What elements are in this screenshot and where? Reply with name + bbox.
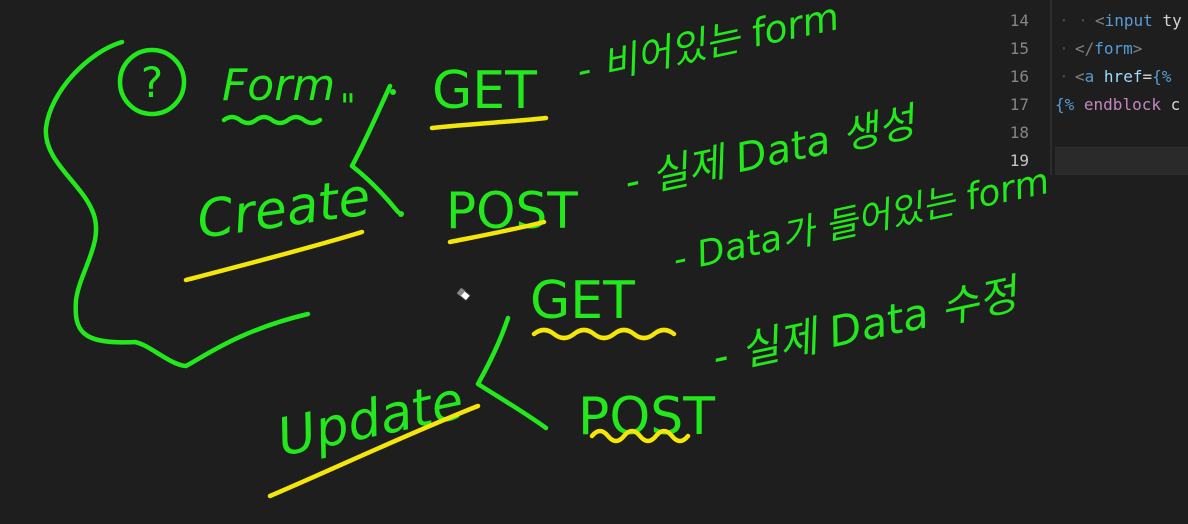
form-label: Form xyxy=(222,60,335,111)
indent-guide: · · xyxy=(1059,11,1088,30)
question-mark: ? xyxy=(141,58,163,107)
create-get-desc: - 비어있는 form xyxy=(573,0,843,93)
code-line[interactable]: <a href={% xyxy=(1075,63,1181,91)
update-underline xyxy=(267,403,481,499)
create-get-method: GET xyxy=(432,61,537,121)
code-token: form xyxy=(1094,39,1133,58)
code-token: a xyxy=(1084,67,1095,86)
code-token: c xyxy=(1160,95,1181,114)
create-post-underline xyxy=(447,219,547,245)
outer-bracket-stroke xyxy=(43,39,311,369)
code-token: href xyxy=(1103,67,1143,86)
code-token: = xyxy=(1142,67,1153,86)
code-line[interactable]: </form> xyxy=(1075,35,1142,63)
create-get-underline xyxy=(429,115,549,131)
code-line[interactable]: <input ty xyxy=(1095,7,1182,35)
code-token: > xyxy=(1132,39,1143,58)
create-bracket-dot-bottom xyxy=(398,211,404,217)
create-bracket xyxy=(349,83,401,215)
update-get-method: GET xyxy=(530,271,635,331)
form-wavy-underline xyxy=(221,114,323,126)
code-token: endblock xyxy=(1083,95,1161,114)
line-number: 16 xyxy=(1009,67,1029,86)
code-token: ty xyxy=(1152,11,1182,30)
indent-guide: · xyxy=(1059,67,1069,86)
update-post-underline xyxy=(589,428,691,444)
code-token: {% xyxy=(1152,67,1172,86)
gutter-separator xyxy=(1050,0,1052,175)
code-token: < xyxy=(1095,11,1105,30)
code-token: </ xyxy=(1075,39,1095,58)
create-post-desc: - 실제 Data 생성 xyxy=(621,99,924,206)
code-token: {% xyxy=(1055,95,1075,114)
code-token: input xyxy=(1104,11,1153,30)
code-token: < xyxy=(1075,67,1085,86)
line-number: 18 xyxy=(1009,123,1029,142)
update-post-method: POST xyxy=(578,387,715,447)
current-line-highlight xyxy=(1055,147,1188,175)
line-number: 17 xyxy=(1009,95,1029,114)
update-get-underline xyxy=(531,327,677,341)
create-bracket-dot-top xyxy=(390,89,396,95)
line-number: 19 xyxy=(1009,151,1029,170)
form-quote-marks: " xyxy=(340,87,356,127)
line-number: 14 xyxy=(1009,11,1029,30)
update-bracket xyxy=(475,315,549,431)
line-number: 15 xyxy=(1009,39,1029,58)
update-post-desc: - 실제 Data 수정 xyxy=(708,268,1026,381)
create-underline xyxy=(183,229,365,283)
indent-guide: · xyxy=(1059,39,1069,58)
question-circle xyxy=(117,47,187,117)
code-line[interactable]: {% endblock c xyxy=(1055,91,1180,119)
